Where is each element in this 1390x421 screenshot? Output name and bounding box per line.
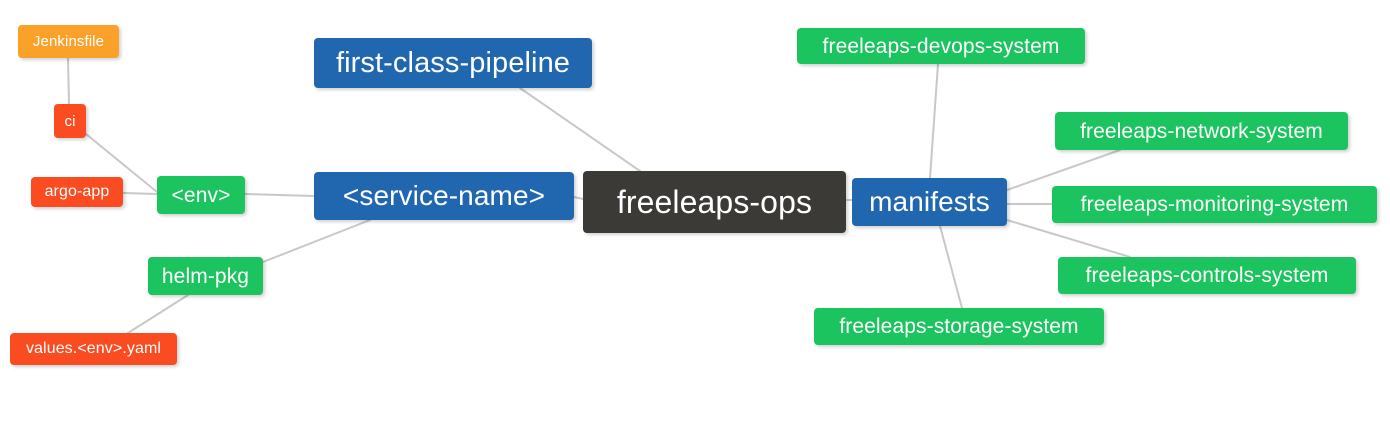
node-label: argo-app: [44, 183, 110, 200]
edge-argo-app-to-env: [122, 192, 158, 195]
edge-manifests-to-freeleaps-devops-system: [929, 63, 939, 179]
node-freeleaps-ops[interactable]: freeleaps-ops: [583, 171, 846, 233]
edge-first-class-pipeline-to-freeleaps-ops: [519, 87, 641, 172]
node-label: <service-name>: [342, 180, 546, 211]
node-label: freeleaps-network-system: [1080, 119, 1323, 143]
edge-values-yaml-to-helm-pkg: [127, 294, 189, 334]
node-manifests[interactable]: manifests: [852, 178, 1007, 226]
node-freeleaps-devops-system[interactable]: freeleaps-devops-system: [797, 28, 1085, 64]
node-argo-app[interactable]: argo-app: [31, 177, 123, 207]
edge-service-name-to-freeleaps-ops: [573, 196, 584, 200]
node-label: freeleaps-controls-system: [1085, 264, 1329, 287]
edge-manifests-to-freeleaps-storage-system: [939, 225, 963, 309]
node-label: Jenkinsfile: [32, 33, 105, 50]
node-label: freeleaps-monitoring-system: [1080, 193, 1349, 216]
node-label: freeleaps-devops-system: [822, 34, 1060, 58]
node-helm-pkg[interactable]: helm-pkg: [148, 257, 263, 295]
edge-manifests-to-freeleaps-network-system: [1006, 149, 1121, 191]
node-label: helm-pkg: [161, 264, 250, 288]
edge-manifests-to-freeleaps-controls-system: [1006, 219, 1131, 258]
node-jenkinsfile[interactable]: Jenkinsfile: [18, 25, 119, 58]
node-freeleaps-network-system[interactable]: freeleaps-network-system: [1055, 112, 1348, 150]
node-env[interactable]: <env>: [157, 176, 245, 214]
node-ci[interactable]: ci: [54, 104, 86, 138]
node-freeleaps-storage-system[interactable]: freeleaps-storage-system: [814, 308, 1104, 345]
node-label: first-class-pipeline: [335, 46, 571, 79]
node-label: values.<env>.yaml: [25, 340, 162, 357]
node-label: freeleaps-storage-system: [839, 315, 1079, 338]
node-freeleaps-monitoring-system[interactable]: freeleaps-monitoring-system: [1052, 186, 1377, 223]
node-label: ci: [64, 112, 76, 130]
node-values-yaml[interactable]: values.<env>.yaml: [10, 333, 177, 365]
edge-jenkinsfile-to-ci: [67, 57, 70, 105]
node-label: freeleaps-ops: [616, 184, 813, 220]
node-first-class-pipeline[interactable]: first-class-pipeline: [314, 38, 592, 88]
edge-helm-pkg-to-service-name: [262, 219, 371, 263]
node-service-name[interactable]: <service-name>: [314, 172, 574, 220]
node-freeleaps-controls-system[interactable]: freeleaps-controls-system: [1058, 257, 1356, 294]
node-label: <env>: [171, 183, 231, 207]
node-label: manifests: [869, 186, 990, 217]
edge-env-to-service-name: [244, 193, 315, 197]
